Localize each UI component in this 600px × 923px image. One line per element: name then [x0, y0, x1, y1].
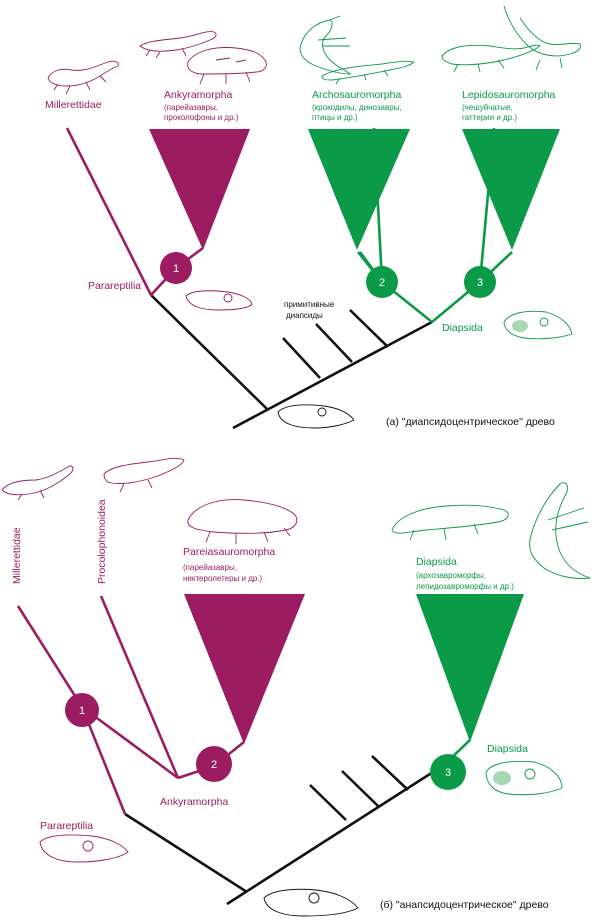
panel-b-main-stem	[226, 763, 445, 906]
panel-b-node-3-label: 3	[445, 767, 451, 779]
panel-a-node-3	[464, 266, 496, 298]
panel-a-lepidosauromorpha-sub2: гаттерии и др.)	[462, 113, 517, 122]
panel-a-stem-skull-icon	[277, 404, 355, 429]
panel-a-parareptile-skull-icon	[185, 290, 253, 311]
panel-a-primitive-branch	[282, 337, 321, 379]
panel-a-lepidosauromorpha-sub1: (чешуйчатые,	[462, 103, 513, 112]
panel-a-main-stem	[232, 320, 433, 430]
panel-a-node-2	[366, 266, 398, 298]
panel-b-bird-illustration	[529, 482, 591, 579]
panel-b-primitive-branch	[341, 770, 379, 807]
panel-b-diapsida-clade	[416, 594, 524, 742]
panel-b-node-1-label: 1	[79, 705, 85, 717]
panel-a-ankyramorpha-clade	[149, 129, 250, 250]
panel-b-parareptile-stem	[124, 812, 248, 894]
panel-a-diapsid-skull-icon	[503, 310, 573, 340]
panel-b-node-2-label: 2	[211, 759, 217, 771]
panel-a-node-1-label: 1	[173, 263, 179, 275]
panel-b-parareptilia-label: Parareptilia	[40, 820, 93, 832]
panel-b-primitive-branch	[309, 784, 347, 821]
panel-b-pareiasauromorpha-sub2: никтеролетеры и др.)	[183, 574, 263, 583]
panel-b-primitive-branch	[371, 755, 409, 791]
panel-a-archosauromorpha-sub2: птицы и др.)	[312, 113, 358, 122]
panel-a-parareptile-stem	[150, 294, 269, 411]
panel-a-millerettidae-label: Millerettidae	[45, 99, 102, 111]
panel-a-stem-branches	[150, 294, 433, 430]
panel-b-diapsida-title: Diapsida	[416, 556, 457, 568]
panel-b-caption: (б) "анапсидоцентрическое" древо	[380, 899, 549, 911]
panel-a-archosauromorpha-sub1: (крокодилы, динозавры,	[312, 103, 402, 112]
panel-b-stem-skull-icon	[263, 888, 359, 917]
panel-b-millerettidae-label: Millerettidae	[11, 527, 23, 584]
panel-a-node-2-label: 2	[379, 277, 385, 289]
panel-a-crocodile-illustration	[321, 60, 415, 85]
panel-b-diapsida-sub1: (архозавроморфы,	[416, 571, 486, 580]
panel-a-procolophonid-illustration	[139, 31, 217, 59]
panel-b-diapsida-node-label: Diapsida	[487, 743, 528, 755]
panel-b-node-2	[196, 746, 232, 782]
panel-b-stem-branches	[124, 755, 445, 906]
panel-a-caption: (а) "диапсидоцентрическое" древо	[386, 416, 555, 428]
panel-a: 1 2 3 Millerettidae Ankyramorpha (парейа…	[45, 5, 581, 430]
panel-a-parareptilia-label: Parareptilia	[88, 280, 141, 292]
panel-a-millerettid-illustration	[47, 60, 119, 95]
panel-a-node-3-label: 3	[477, 277, 483, 289]
panel-a-basilisk-illustration	[503, 5, 581, 71]
panel-a-primitive-branch	[349, 309, 389, 348]
panel-a-lepidosauromorpha-title: Lepidosauromorpha	[462, 89, 556, 101]
panel-b-pareiasauromorpha-clade	[184, 594, 305, 744]
panel-a-primitive-label-2: диапсиды	[286, 311, 323, 320]
panel-b-parareptile-skull-icon	[39, 834, 129, 863]
panel-b-pareiasauromorpha-sub1: (парейазавры,	[183, 563, 237, 572]
panel-b-lizard-illustration	[391, 504, 509, 541]
panel-a-archosauromorpha-clade	[308, 129, 410, 250]
panel-a-millerettidae-branch	[65, 127, 153, 296]
panel-a-archosauromorpha-title: Archosauromorpha	[312, 89, 401, 101]
panel-b-pareiasauromorpha-title: Pareiasauromorpha	[183, 546, 275, 558]
panel-b-ankyramorpha-label: Ankyramorpha	[160, 796, 228, 808]
panel-a-bird-illustration	[299, 15, 352, 75]
panel-a-diapsida-label: Diapsida	[442, 322, 483, 334]
panel-b-diapsid-skull-icon	[485, 760, 563, 796]
panel-b-pareiasaur-illustration	[187, 499, 298, 544]
panel-b-procolophonoidea-branch	[99, 595, 180, 779]
panel-a-primitive-branch	[315, 323, 353, 363]
panel-a-lepidosaur-illustration	[441, 44, 541, 73]
panel-b: 1 2 3 Millerettidae Procolophonoidea Par…	[1, 457, 591, 917]
panel-b-millerettidae-branch	[16, 605, 84, 708]
panel-b-parareptile-branches	[16, 595, 245, 815]
panel-b-node-3	[430, 754, 466, 790]
panel-b-millerettid-illustration	[1, 465, 74, 501]
panel-b-procolophonid-illustration	[103, 457, 185, 493]
panel-a-primitive-label-1: примитивные	[284, 300, 335, 309]
panel-a-ankyramorpha-title: Ankyramorpha	[164, 89, 232, 101]
panel-b-diapsida-sub2: лепидозавроморфы и др.)	[416, 582, 514, 591]
panel-a-node-1	[160, 252, 192, 284]
panel-a-ankyramorpha-sub2: проколофоны и др.)	[164, 113, 239, 122]
panel-a-pareiasaur-illustration	[187, 47, 267, 85]
panel-a-ankyramorpha-sub1: (парейазавры,	[164, 103, 218, 112]
panel-b-node-1	[65, 693, 99, 727]
panel-b-ankyramorpha-branch	[81, 705, 179, 780]
panel-b-procolophonoidea-label: Procolophonoidea	[96, 499, 108, 584]
panel-a-lepidosauromorpha-clade	[462, 129, 560, 250]
